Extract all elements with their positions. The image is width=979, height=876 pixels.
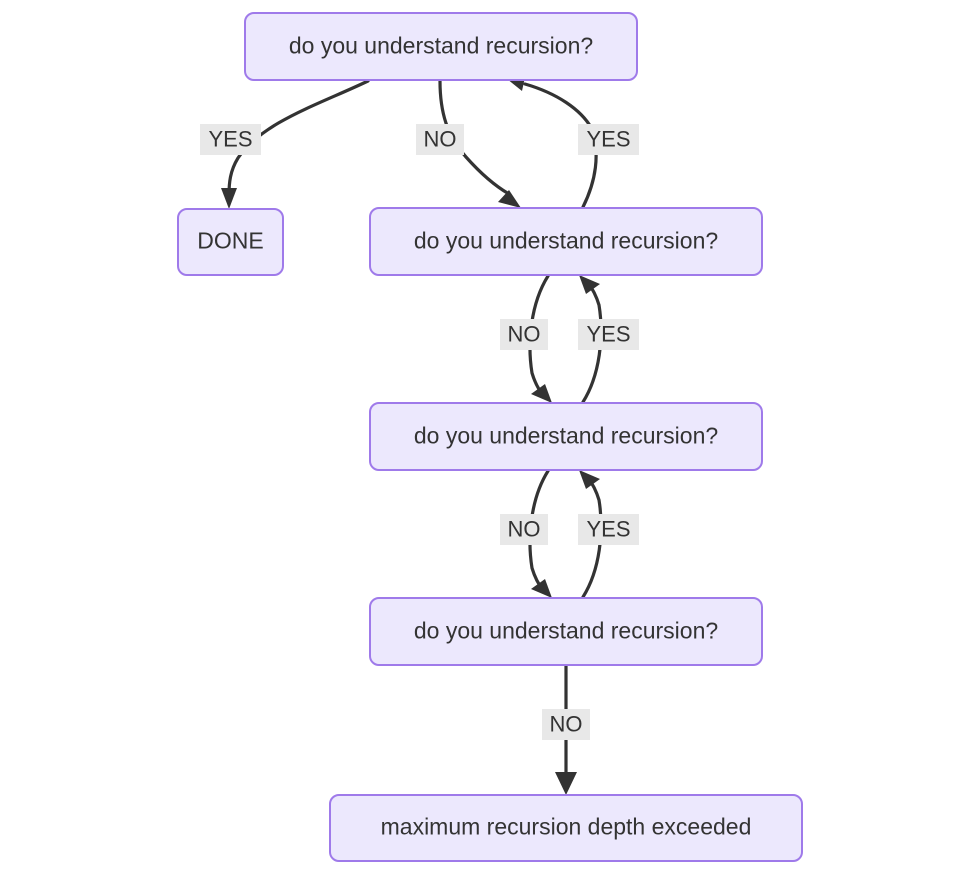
node-overflow-box[interactable] bbox=[329, 794, 803, 862]
node-q4[interactable]: do you understand recursion? bbox=[369, 597, 763, 666]
edge-label-q1-q2-text: NO bbox=[424, 126, 457, 151]
edge-label-q2-q3-bg bbox=[500, 319, 548, 350]
edge-label-q1-done-text: YES bbox=[208, 126, 252, 151]
node-done-box[interactable] bbox=[177, 208, 284, 276]
node-done[interactable]: DONE bbox=[177, 208, 284, 276]
edge-label-q3-q2: YES bbox=[578, 319, 639, 350]
arrowhead-q3-q4 bbox=[531, 579, 552, 598]
node-q4-label: do you understand recursion? bbox=[414, 618, 718, 644]
edge-label-q2-q1-text: YES bbox=[586, 126, 630, 151]
edge-label-q2-q1: YES bbox=[578, 124, 639, 155]
edge-label-q1-done: YES bbox=[200, 124, 261, 155]
node-q1-label: do you understand recursion? bbox=[289, 33, 593, 59]
edge-q1-q2 bbox=[438, 79, 511, 196]
edge-label-q3-q2-text: YES bbox=[586, 321, 630, 346]
arrowhead-q2-q3 bbox=[531, 384, 552, 403]
edge-label-q4-q3-text: YES bbox=[586, 516, 630, 541]
edge-label-q2-q1-bg bbox=[578, 124, 639, 155]
node-q1-box[interactable] bbox=[244, 12, 638, 81]
edge-label-q3-q4-text: NO bbox=[508, 516, 541, 541]
edge-label-q4-overflow-text: NO bbox=[550, 711, 583, 736]
node-group: do you understand recursion? DONE do you… bbox=[177, 12, 803, 862]
edge-label-q1-done-bg bbox=[200, 124, 261, 155]
edge-label-q3-q4-bg bbox=[500, 514, 548, 545]
arrowhead-q3-q2 bbox=[579, 275, 600, 294]
edge-label-q4-overflow: NO bbox=[542, 709, 590, 740]
node-q2-box[interactable] bbox=[369, 207, 763, 276]
arrowhead-q1-q2 bbox=[498, 190, 521, 208]
edge-label-q4-q3: YES bbox=[578, 514, 639, 545]
node-q3[interactable]: do you understand recursion? bbox=[369, 402, 763, 471]
node-q2[interactable]: do you understand recursion? bbox=[369, 207, 763, 276]
edge-label-q3-q4: NO bbox=[500, 514, 548, 545]
edge-label-q4-q3-bg bbox=[578, 514, 639, 545]
edge-label-q1-q2: NO bbox=[416, 124, 464, 155]
node-q3-label: do you understand recursion? bbox=[414, 423, 718, 449]
edge-label-q1-q2-bg bbox=[416, 124, 464, 155]
node-overflow-label: maximum recursion depth exceeded bbox=[381, 814, 752, 840]
node-q3-box[interactable] bbox=[369, 402, 763, 471]
node-q1[interactable]: do you understand recursion? bbox=[244, 12, 638, 81]
edge-label-q4-overflow-bg bbox=[542, 709, 590, 740]
edge-label-group: YES NO YES NO YES NO bbox=[200, 124, 639, 740]
arrowhead-q4-overflow bbox=[555, 772, 577, 795]
node-overflow[interactable]: maximum recursion depth exceeded bbox=[329, 794, 803, 862]
arrowhead-q4-q3 bbox=[579, 470, 600, 489]
edge-label-q2-q3: NO bbox=[500, 319, 548, 350]
node-q2-label: do you understand recursion? bbox=[414, 228, 718, 254]
arrowhead-q1-done bbox=[221, 188, 237, 209]
node-q4-box[interactable] bbox=[369, 597, 763, 666]
edge-label-q2-q3-text: NO bbox=[508, 321, 541, 346]
node-done-label: DONE bbox=[197, 228, 263, 254]
edge-label-q3-q2-bg bbox=[578, 319, 639, 350]
